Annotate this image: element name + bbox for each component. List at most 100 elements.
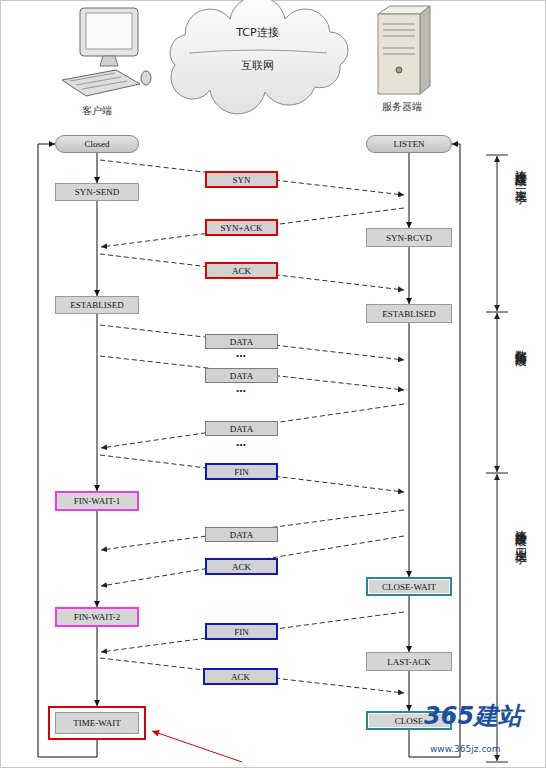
timeline-arrow [409,144,460,757]
message-box: SYN [205,171,278,188]
node-text: TIME-WAIT [55,712,139,734]
keyboard-keys [70,73,127,89]
state-box: ESTABLISED [55,296,139,314]
phase-label: 连接释放阶段：四次握手 [512,520,529,543]
timeline-arrow [97,627,98,706]
message-arrow [100,325,404,360]
server-light [396,67,402,73]
server-icon [378,6,430,94]
message-arrow [101,510,404,550]
state-box: FIN-WAIT-1 [55,491,139,511]
node-text: SYN [232,175,250,185]
node-text: ESTABLISED [382,309,435,319]
message-arrow [100,356,404,390]
watermark: 365建站 [424,700,522,732]
ellipsis-mark: … [236,383,246,394]
cloud-shape [170,0,348,114]
timeline-arrow [97,511,98,607]
node-text: DATA [230,424,253,434]
monitor [80,8,138,56]
mouse [141,71,151,85]
server-side [420,6,430,94]
bracket-span [497,313,498,472]
message-arrow [101,404,404,448]
ellipsis-mark: … [236,437,246,448]
node-text: SYN-SEND [75,187,120,197]
message-box: DATA [205,421,278,436]
timeline-arrow [97,201,98,296]
server-front [378,14,420,94]
network-cloud: TCP连接互联网 [155,3,360,95]
message-arrows [100,160,404,693]
node-text: SYN+ACK [220,223,262,233]
message-box: DATA [205,527,278,542]
timeline-arrow [409,323,410,577]
bracket-span [497,156,498,311]
pointer-arrow [152,731,242,762]
node-text: LISTEN [394,139,425,149]
state-box: SYN-SEND [55,183,139,201]
phase-label: 数据传输阶段 [512,340,529,346]
node-text: ACK [231,672,250,682]
message-arrow [100,254,404,290]
timeline-arrow [409,671,410,711]
node-text: DATA [230,530,253,540]
message-box: ACK [203,668,278,685]
node-text: DATA [230,371,253,381]
monitor-stand [100,56,118,66]
server-bays [383,24,415,54]
timeline-arrow [409,153,410,228]
state-box: Closed [55,135,139,153]
phase-bracket [486,155,508,762]
timeline-arrow [97,314,98,491]
message-arrow [101,208,404,247]
node-text: Closed [84,139,109,149]
node-text: ACK [232,562,251,572]
message-arrow [100,160,404,195]
watermark-url: www.365jz.com [430,744,501,754]
state-box: ESTABLISED [366,304,452,323]
state-box: SYN-RCVD [366,228,452,247]
state-box: CLOSE-WAIT [366,577,452,596]
node-text: 互联网 [241,58,274,73]
node-text: TCP连接 [236,25,278,40]
node-text: FIN-WAIT-2 [74,612,121,622]
message-box: DATA [205,368,278,383]
message-box: DATA [205,334,278,349]
cloud-divider [189,50,327,53]
bracket-ticks [486,155,508,762]
phase-label: 连接建立阶段：三次握手 [512,160,529,183]
message-box: FIN [205,623,278,640]
message-arrow [100,455,404,492]
device-label: 服务器端 [382,100,422,114]
node-text: FIN-WAIT-1 [74,496,121,506]
node-text: LAST-ACK [387,657,431,667]
node-text: SYN-RCVD [386,233,432,243]
node-text: CLOSE-WAIT [382,582,436,592]
message-box: SYN+ACK [205,219,278,236]
message-arrow [101,536,404,586]
node-text: CLOSE [395,716,424,726]
timeline-arrow [38,144,97,757]
state-box: TIME-WAIT [48,706,146,740]
client-computer-icon [62,8,151,96]
node-text: FIN [234,627,249,637]
state-box: LAST-ACK [366,652,452,671]
state-box: LISTEN [366,135,452,153]
keyboard [62,70,140,96]
message-box: ACK [205,262,278,279]
message-arrow [101,612,404,652]
message-arrow [100,658,404,693]
device-label: 客户端 [82,104,112,118]
node-text: FIN [234,467,249,477]
timeline-arrow [409,596,410,652]
timeline-arrow [409,247,410,304]
cloud-outline [155,3,360,95]
state-box: FIN-WAIT-2 [55,607,139,627]
node-text: DATA [230,337,253,347]
message-box: ACK [205,558,278,575]
node-text: ACK [232,266,251,276]
timeline-arrow [97,153,98,183]
